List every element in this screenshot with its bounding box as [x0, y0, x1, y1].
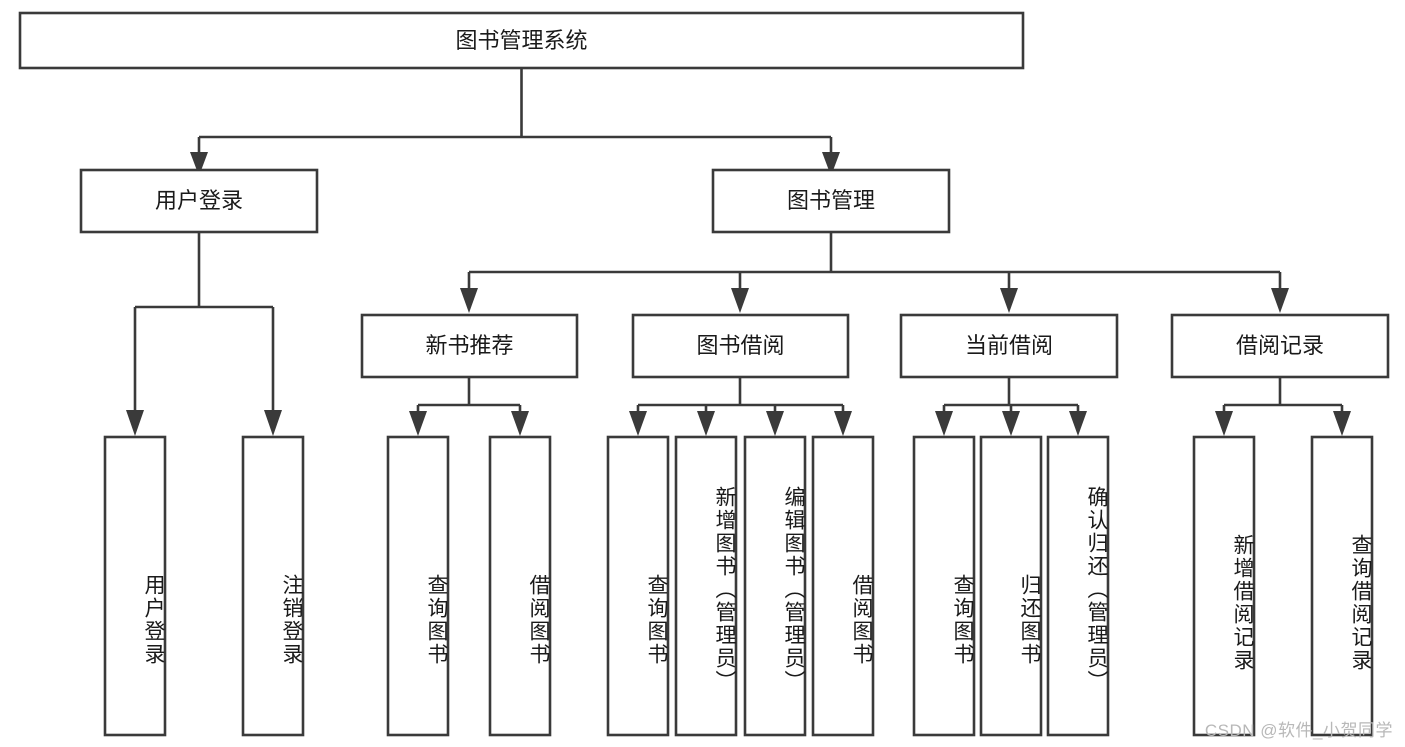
connector-userlogin-bus	[133, 232, 275, 418]
arrow-to-leaf-add-record	[1215, 411, 1233, 436]
node-new-book-recommend[interactable]: 新书推荐	[360, 313, 579, 379]
leaf-query-book-1-box[interactable]	[386, 435, 450, 737]
new-book-recommend-label: 新书推荐	[425, 333, 513, 358]
connector-borrowrecord-bus	[1222, 377, 1344, 418]
user-login-box[interactable]	[79, 168, 319, 234]
root-box[interactable]	[18, 11, 1025, 70]
node-book-borrow[interactable]: 图书借阅	[631, 313, 850, 379]
arrow-to-current-borrow	[1000, 288, 1018, 313]
arrow-to-borrow-record	[1271, 288, 1289, 313]
book-manage-box[interactable]	[711, 168, 951, 234]
arrow-to-leaf-edit-book	[766, 411, 784, 436]
connector-newbook-bus	[416, 377, 522, 418]
arrow-to-leaf-query-book-2	[629, 411, 647, 436]
arrow-to-leaf-add-book	[697, 411, 715, 436]
current-borrow-label: 当前借阅	[965, 333, 1053, 358]
node-borrow-record[interactable]: 借阅记录	[1170, 313, 1390, 379]
csdn-watermark: CSDN @软件_小贺同学	[1204, 721, 1393, 740]
arrow-to-leaf-confirm-return	[1069, 411, 1087, 436]
arrow-to-leaf-borrow-book-2	[834, 411, 852, 436]
arrow-to-leaf-borrow-book-1	[511, 411, 529, 436]
leaf-query-book-2-box[interactable]	[606, 435, 670, 737]
arrow-to-leaf-logout-login	[264, 410, 282, 436]
leaf-add-record-box[interactable]	[1192, 435, 1256, 737]
leaf-borrow-book-1-box[interactable]	[488, 435, 552, 737]
arrow-to-leaf-query-book-1	[409, 411, 427, 436]
borrow-record-label: 借阅记录	[1236, 333, 1324, 358]
leaf-borrow-book-2-box[interactable]	[811, 435, 875, 737]
book-borrow-label: 图书借阅	[696, 333, 784, 358]
leaf-box-layer	[103, 435, 1374, 737]
arrow-to-leaf-return-book	[1002, 411, 1020, 436]
leaf-user-login-box[interactable]	[103, 435, 167, 737]
leaf-confirm-return-box[interactable]	[1046, 435, 1110, 737]
node-book-manage[interactable]: 图书管理	[711, 168, 951, 234]
connector-root-bus	[197, 68, 833, 163]
connector-bookmanage-bus	[467, 232, 1282, 290]
connector-layer	[126, 68, 1351, 436]
root-label: 图书管理系统	[455, 28, 587, 53]
current-borrow-box[interactable]	[899, 313, 1119, 379]
arrow-to-leaf-query-record	[1333, 411, 1351, 436]
node-user-login[interactable]: 用户登录	[79, 168, 319, 234]
node-current-borrow[interactable]: 当前借阅	[899, 313, 1119, 379]
arrow-to-leaf-query-book-3	[935, 411, 953, 436]
borrow-record-box[interactable]	[1170, 313, 1390, 379]
leaf-edit-book-box[interactable]	[743, 435, 807, 737]
leaf-logout-login-box[interactable]	[241, 435, 305, 737]
arrow-to-new-book-recommend	[460, 288, 478, 313]
node-root[interactable]: 图书管理系统	[18, 11, 1025, 70]
arrow-to-user-login	[190, 152, 208, 176]
book-borrow-box[interactable]	[631, 313, 850, 379]
arrow-to-leaf-user-login	[126, 410, 144, 436]
leaf-query-book-3-box[interactable]	[912, 435, 976, 737]
new-book-recommend-box[interactable]	[360, 313, 579, 379]
arrow-to-book-manage	[822, 152, 840, 176]
book-manage-label: 图书管理	[787, 188, 875, 213]
leaf-return-book-box[interactable]	[979, 435, 1043, 737]
leaf-query-record-box[interactable]	[1310, 435, 1374, 737]
arrow-to-book-borrow	[731, 288, 749, 313]
connector-bookborrow-bus	[636, 377, 845, 418]
user-login-label: 用户登录	[155, 188, 243, 213]
leaf-add-book-box[interactable]	[674, 435, 738, 737]
